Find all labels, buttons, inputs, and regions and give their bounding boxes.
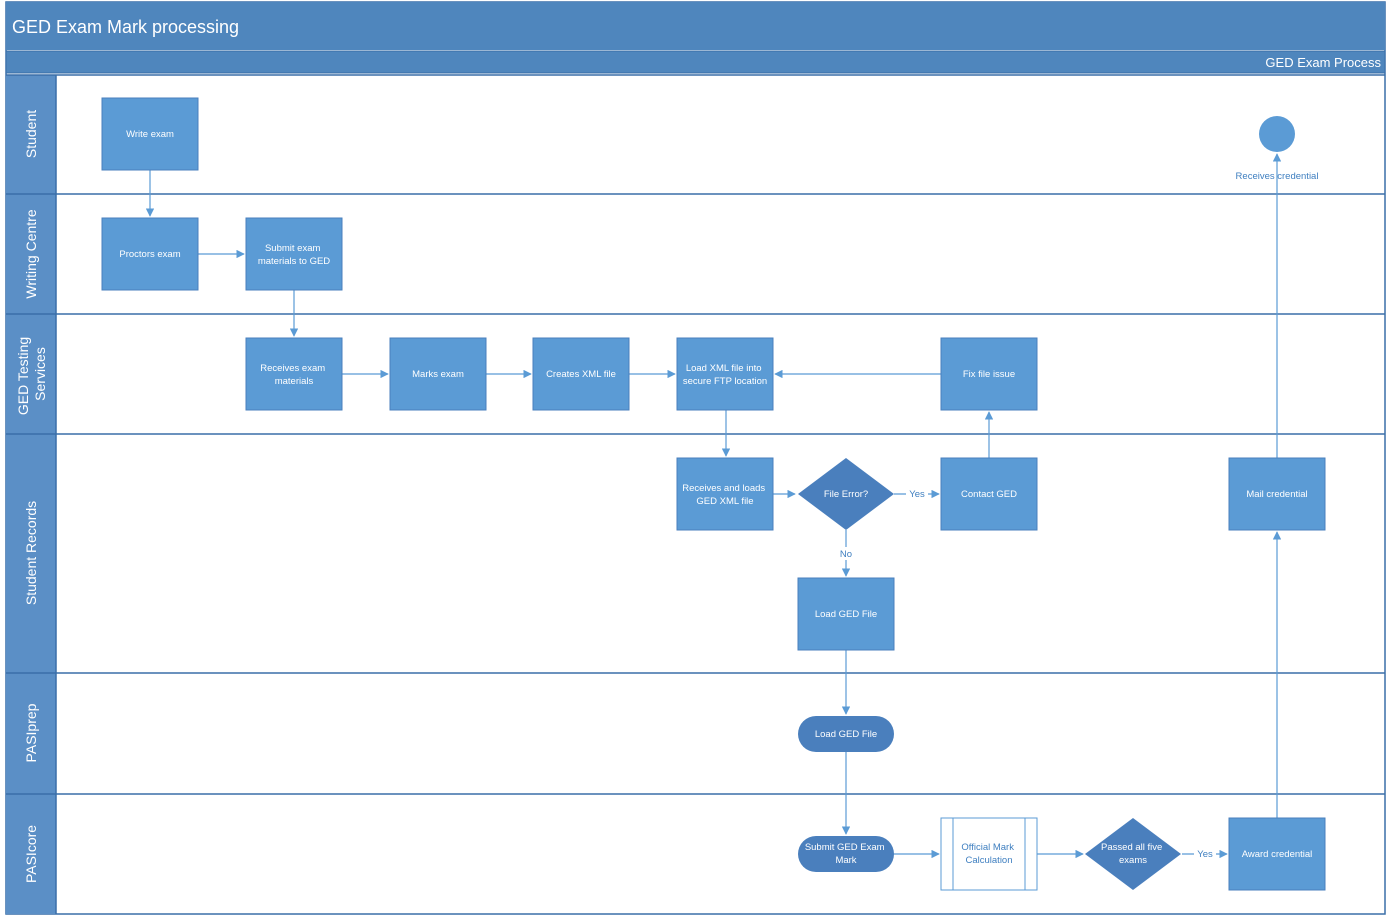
step-load-ged-file-prep <box>798 716 894 752</box>
step-label-line: Contact GED <box>961 489 1017 500</box>
step-label-line: File Error? <box>824 489 868 500</box>
step-label-line: Marks exam <box>412 369 464 380</box>
step-submit-ged-mark <box>798 836 894 872</box>
step-load-xml-ftp <box>676 337 774 411</box>
step-load-ged-file <box>797 577 895 651</box>
decision-passed-all-five <box>1085 818 1181 890</box>
step-label-line: Receives and loads <box>682 483 765 494</box>
step-label-line: Load GED File <box>815 609 877 620</box>
receives-credential-label: Receives credential <box>1236 171 1319 182</box>
step-label-line: Award credential <box>1242 849 1313 860</box>
step-award-credential-label: Award credential <box>1242 849 1313 860</box>
no-label-bg <box>837 547 855 560</box>
step-label-line: Official Mark <box>961 842 1014 853</box>
step-write-exam <box>101 97 199 171</box>
edge-label-yes-award: Yes <box>1197 849 1213 860</box>
step-label-line: secure FTP location <box>683 376 767 387</box>
lane-label-line: GED Testing <box>15 337 31 415</box>
step-receives-loads-xml <box>676 457 774 531</box>
step-award-credential <box>1228 817 1326 891</box>
step-load-xml-ftp-label: Load XML file into secure FTP location <box>683 363 767 387</box>
step-label-line: Receives exam <box>260 363 325 374</box>
yes-label-bg <box>1194 847 1216 860</box>
step-label-line: Write exam <box>126 129 174 140</box>
lane-label-ged-testing-services: GED Testing Services <box>15 333 48 415</box>
diagram-title: GED Exam Mark processing <box>12 17 239 37</box>
step-label-line: Proctors exam <box>119 249 180 260</box>
step-fix-file-issue <box>940 337 1038 411</box>
step-write-exam-label: Write exam <box>126 129 174 140</box>
lane-label-line: Services <box>32 347 48 401</box>
step-receives-materials-label: Receives exam materials <box>260 363 328 387</box>
decision-file-error-label: File Error? <box>824 489 868 500</box>
step-label-line: GED XML file <box>696 496 753 507</box>
step-load-ged-file-label: Load GED File <box>815 609 877 620</box>
step-proctors-exam-label: Proctors exam <box>119 249 180 260</box>
step-label-line: Fix file issue <box>963 369 1015 380</box>
phase-bar <box>5 50 1386 74</box>
step-contact-ged-label: Contact GED <box>961 489 1017 500</box>
step-label-line: Calculation <box>966 855 1013 866</box>
step-label-line: Passed all five <box>1101 842 1162 853</box>
step-mail-credential-label: Mail credential <box>1246 489 1307 500</box>
lane-header-column <box>6 75 56 914</box>
lane-label-pasiprep: PASIprep <box>23 703 39 762</box>
title-bar <box>6 2 1385 50</box>
lane-label-student: Student <box>23 110 39 158</box>
step-label-line: Submit exam <box>265 243 321 254</box>
step-label-line: materials to GED <box>258 256 330 267</box>
decision-passed-all-five-label: Passed all five exams <box>1101 842 1165 866</box>
step-label-line: Mail credential <box>1246 489 1307 500</box>
step-label-line: Creates XML file <box>546 369 616 380</box>
process-name: GED Exam Process <box>1265 55 1381 70</box>
edge-label-yes-contact: Yes <box>909 489 925 500</box>
step-official-mark-calc <box>940 817 1038 891</box>
connectors <box>145 153 1282 859</box>
end-circle <box>1259 116 1295 152</box>
yes-label-bg <box>906 487 928 500</box>
step-receives-materials <box>245 337 343 411</box>
step-marks-exam <box>389 337 487 411</box>
step-label-line: Load GED File <box>815 729 877 740</box>
step-submit-materials <box>245 217 343 291</box>
lane-label-student-records: Student Records <box>23 501 39 605</box>
step-marks-exam-label: Marks exam <box>412 369 464 380</box>
lane-label-pasicore: PASIcore <box>23 825 39 883</box>
lane-label-writing-centre: Writing Centre <box>23 209 39 298</box>
decision-file-error <box>798 458 894 530</box>
step-label-line: exams <box>1119 855 1147 866</box>
lane-separators <box>6 74 1385 914</box>
step-submit-materials-label: Submit exam materials to GED <box>258 243 330 267</box>
step-creates-xml-label: Creates XML file <box>546 369 616 380</box>
step-creates-xml <box>532 337 630 411</box>
step-proctors-exam <box>101 217 199 291</box>
step-load-ged-file-prep-label: Load GED File <box>815 729 877 740</box>
step-label-line: Load XML file into <box>686 363 762 374</box>
step-label-line: Mark <box>835 855 856 866</box>
step-label-line: materials <box>275 376 314 387</box>
step-contact-ged <box>940 457 1038 531</box>
step-submit-ged-mark-label: Submit GED Exam Mark <box>805 842 887 866</box>
step-label-line: Submit GED Exam <box>805 842 885 853</box>
step-fix-file-issue-label: Fix file issue <box>963 369 1015 380</box>
step-official-mark-calc-label: Official Mark Calculation <box>961 842 1016 866</box>
step-mail-credential <box>1228 457 1326 531</box>
step-receives-loads-xml-label: Receives and loads GED XML file <box>682 483 768 507</box>
edge-label-no-load: No <box>840 549 852 560</box>
